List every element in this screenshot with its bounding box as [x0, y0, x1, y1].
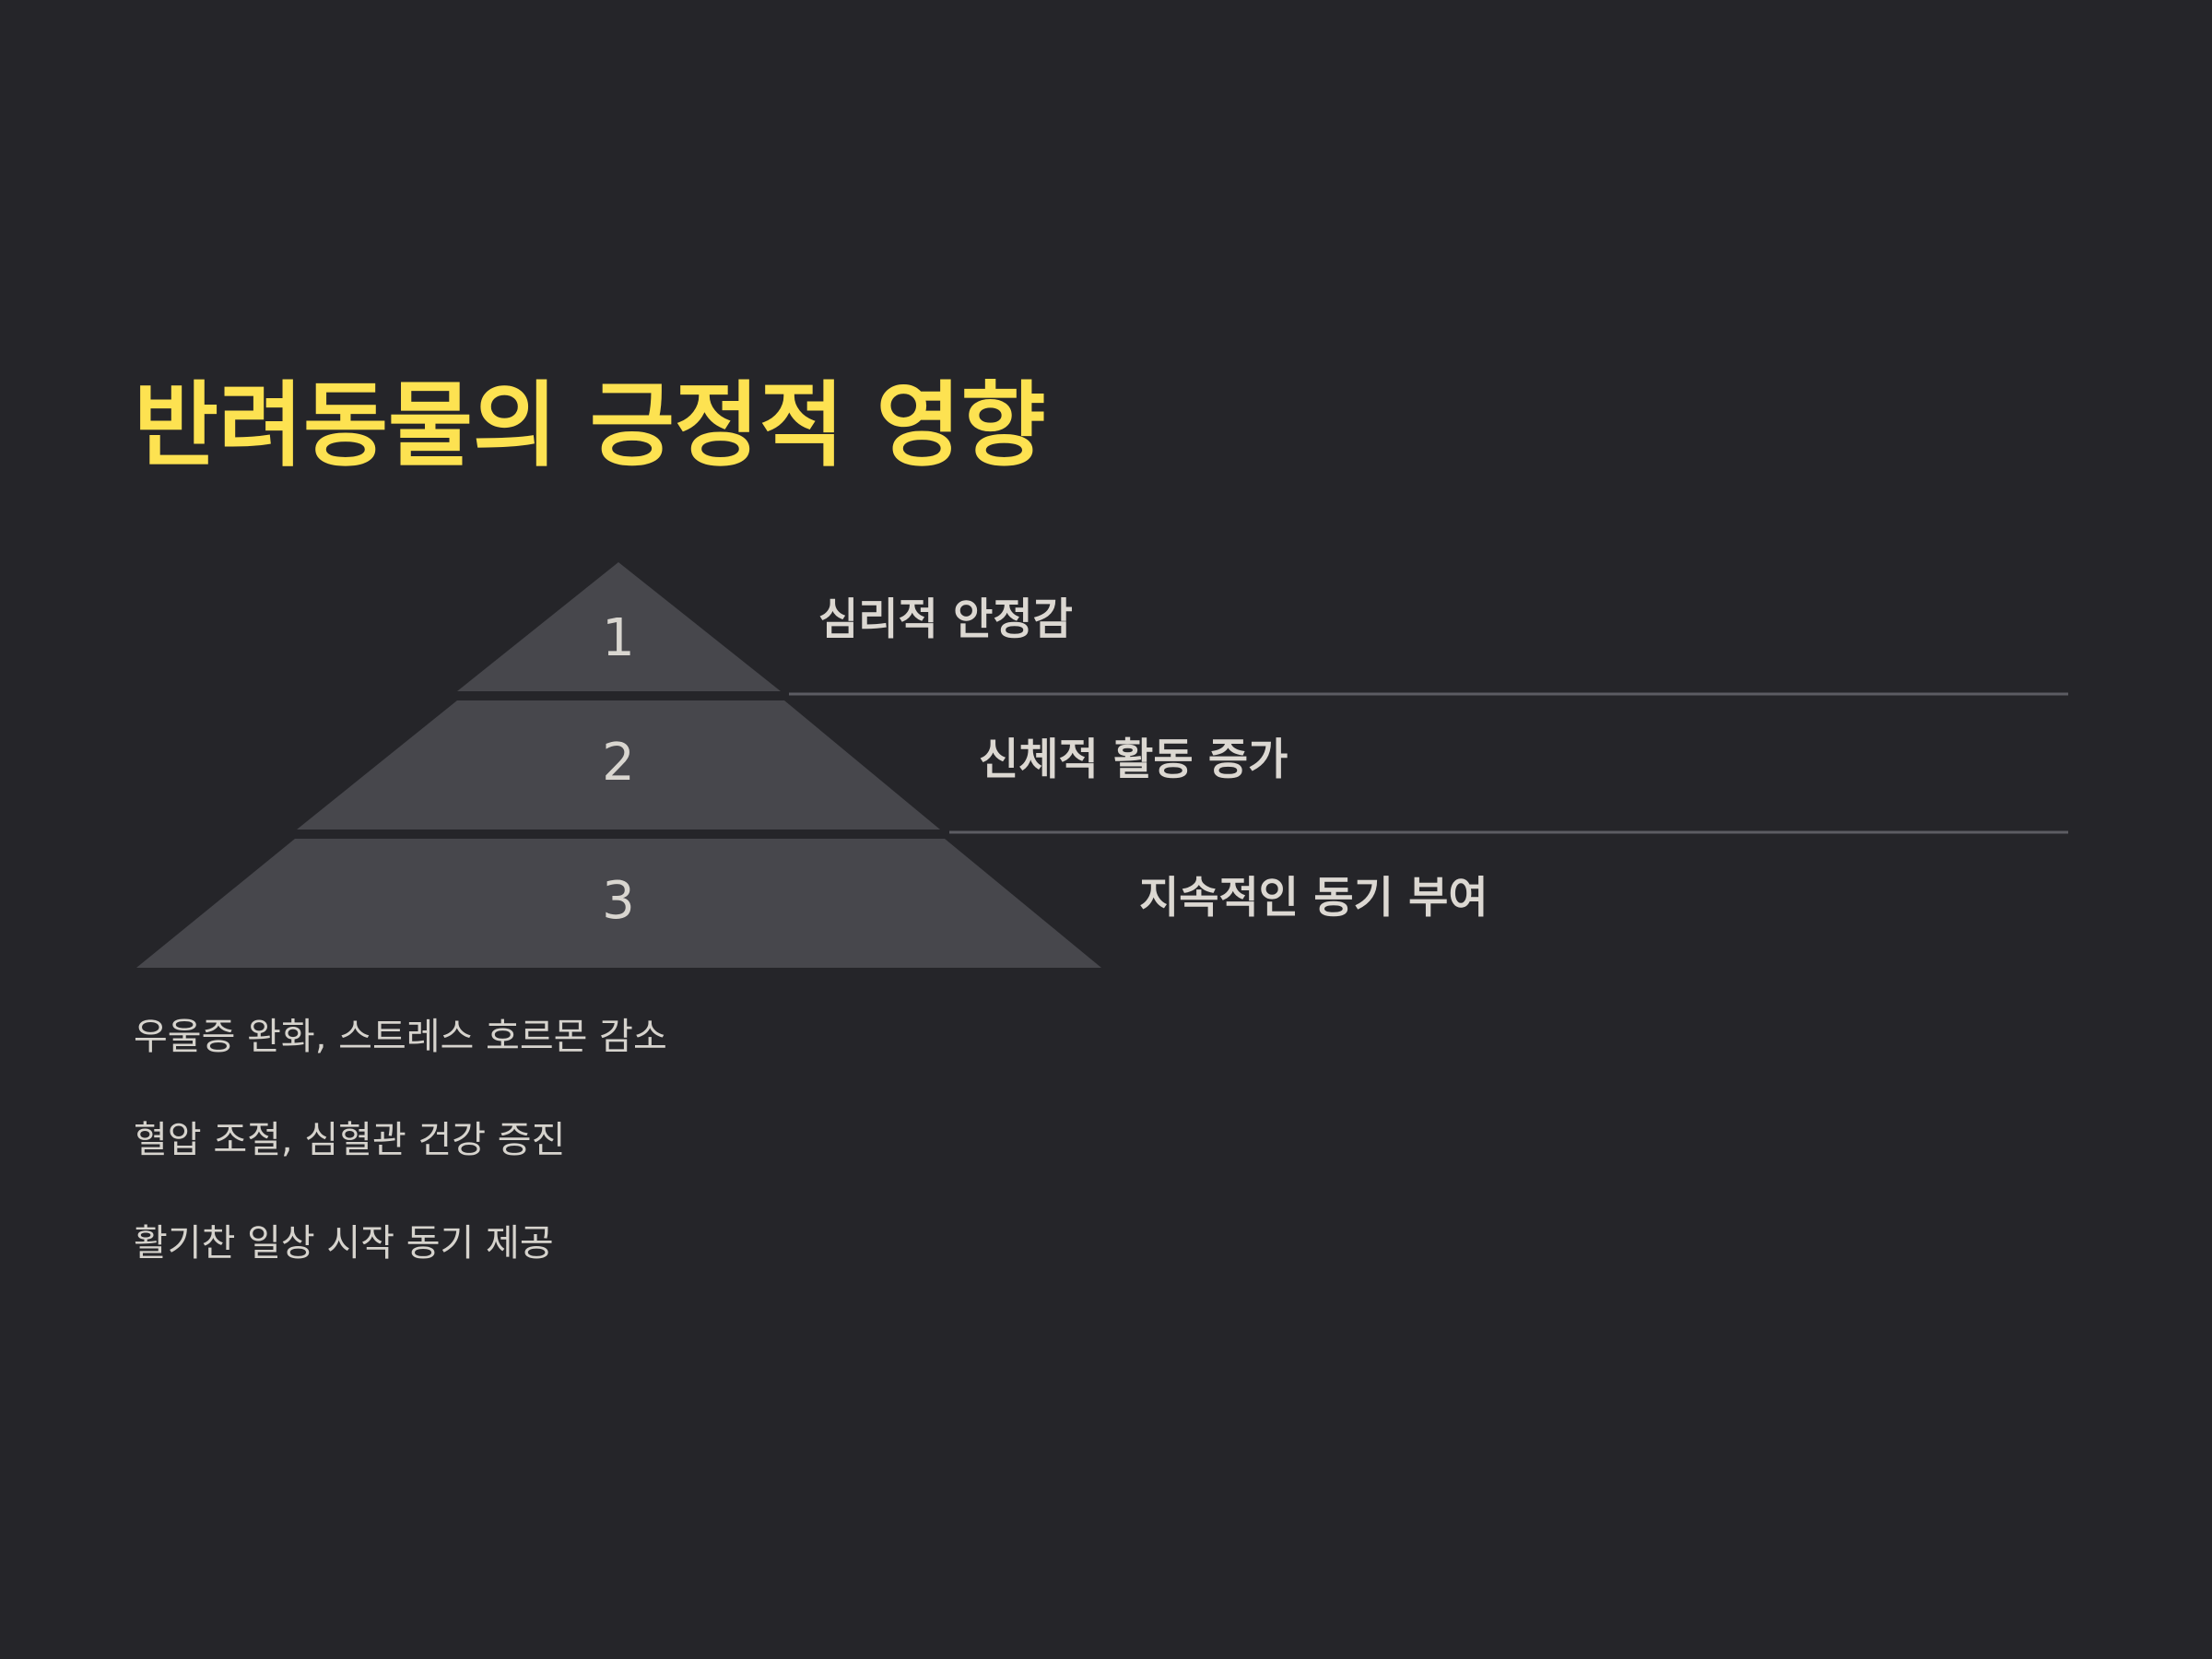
pyramid-tier-3-number: 3	[602, 871, 635, 931]
pyramid-tier-1	[457, 562, 781, 691]
pyramid-tier-2-label: 신체적 활동 증가	[979, 735, 1288, 785]
description-item-1: 우울증 완화, 스트레스 호르몬 감소	[134, 1016, 667, 1058]
description-item-2: 혈압 조절, 심혈관 건강 증진	[134, 1119, 566, 1161]
pyramid-tier-2	[297, 700, 940, 830]
pyramid-tier-3-label: 지속적인 동기 부여	[1139, 873, 1488, 924]
pyramid-tier-1-number: 1	[602, 608, 635, 668]
slide-title: 반려동물의 긍정적 영향	[134, 371, 1046, 479]
description-item-3: 활기찬 일상 시작 동기 제공	[134, 1222, 554, 1265]
pyramid-tier-2-number: 2	[602, 733, 635, 793]
pyramid-tier-1-label: 심리적 안정감	[818, 594, 1073, 645]
pyramid-tier-3	[136, 839, 1101, 968]
description-list: 우울증 완화, 스트레스 호르몬 감소 혈압 조절, 심혈관 건강 증진 활기찬…	[134, 1009, 667, 1319]
